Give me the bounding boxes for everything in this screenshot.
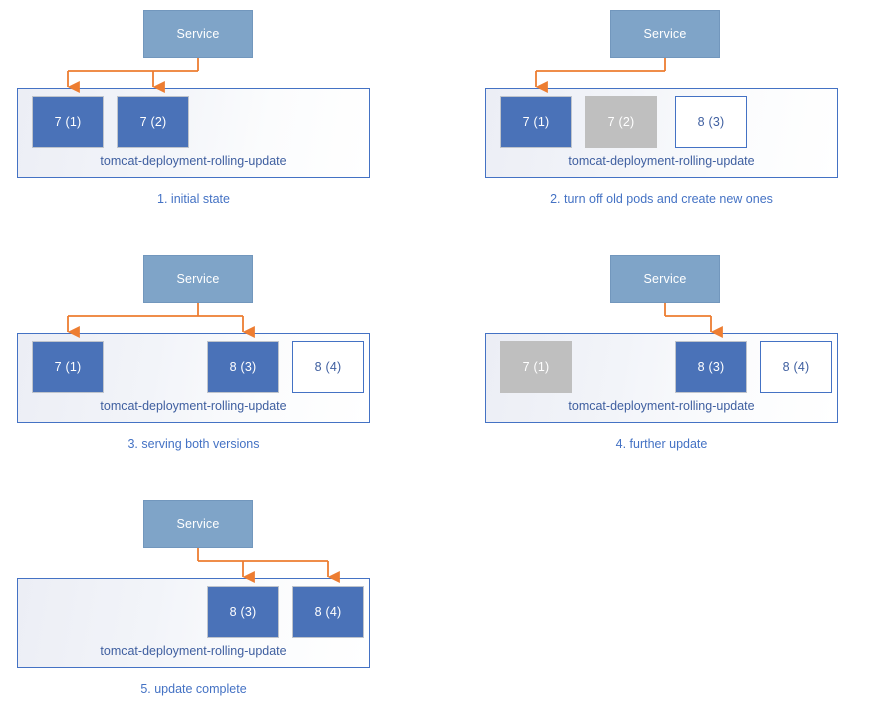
pod-label: 8 (4) [314,360,342,374]
service-label: Service [176,272,220,286]
deployment-label: tomcat-deployment-rolling-update [100,644,287,658]
service-label: Service [176,517,220,531]
service-box[interactable]: Service [143,255,253,303]
pod-label: 8 (3) [229,360,257,374]
pod-label: 7 (1) [54,360,82,374]
panel-caption: 5. update complete [140,682,247,696]
service-box[interactable]: Service [610,10,720,58]
panel-caption: 3. serving both versions [127,437,260,451]
pod-blue[interactable]: 8 (3) [675,341,747,393]
service-box[interactable]: Service [143,500,253,548]
pod-outline[interactable]: 8 (4) [760,341,832,393]
pod-label: 7 (1) [522,115,550,129]
pod-gray[interactable]: 7 (1) [500,341,572,393]
pod-blue[interactable]: 8 (4) [292,586,364,638]
pod-label: 8 (3) [697,360,725,374]
pod-label: 8 (3) [697,115,725,129]
pod-blue[interactable]: 8 (3) [207,341,279,393]
panel-caption: 4. further update [615,437,708,451]
pod-label: 7 (2) [139,115,167,129]
deployment-label: tomcat-deployment-rolling-update [568,154,755,168]
pod-outline[interactable]: 8 (3) [675,96,747,148]
pod-label: 8 (3) [229,605,257,619]
pod-blue[interactable]: 8 (3) [207,586,279,638]
pod-label: 7 (1) [54,115,82,129]
service-label: Service [643,272,687,286]
pod-blue[interactable]: 7 (1) [32,96,104,148]
service-box[interactable]: Service [143,10,253,58]
panel-caption: 1. initial state [157,192,230,206]
deployment-label: tomcat-deployment-rolling-update [568,399,755,413]
deployment-label: tomcat-deployment-rolling-update [100,154,287,168]
pod-blue[interactable]: 7 (2) [117,96,189,148]
pod-label: 7 (1) [522,360,550,374]
pod-gray[interactable]: 7 (2) [585,96,657,148]
deployment-label: tomcat-deployment-rolling-update [100,399,287,413]
service-label: Service [643,27,687,41]
service-box[interactable]: Service [610,255,720,303]
panel-caption: 2. turn off old pods and create new ones [550,192,773,206]
pod-label: 7 (2) [607,115,635,129]
service-label: Service [176,27,220,41]
pod-outline[interactable]: 8 (4) [292,341,364,393]
pod-label: 8 (4) [782,360,810,374]
pod-label: 8 (4) [314,605,342,619]
pod-blue[interactable]: 7 (1) [500,96,572,148]
pod-blue[interactable]: 7 (1) [32,341,104,393]
